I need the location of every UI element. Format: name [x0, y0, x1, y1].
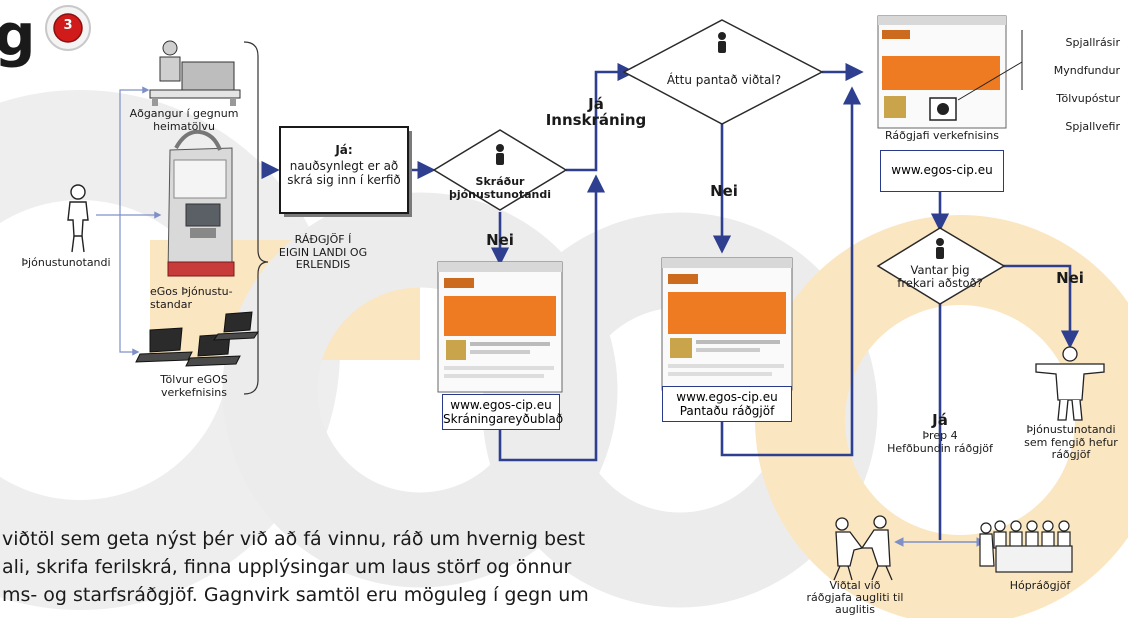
kiosk-icon	[167, 129, 235, 277]
channel-item: Spjallvefir	[1065, 120, 1120, 133]
branch-nei-registered: Nei	[486, 231, 514, 249]
register-screenshot	[437, 261, 563, 393]
decision-registered	[432, 129, 568, 211]
helped-user-label: Þjónustunotandi sem fengið hefur ráðgjöf	[1024, 423, 1118, 462]
advisor-caption: Ráðgjafi verkefnisins	[884, 129, 999, 142]
input-brace	[243, 41, 269, 395]
branch-ja-step4: Já	[932, 411, 948, 429]
group-advice-icon	[979, 520, 1073, 573]
book-web-box: www.egos-cip.eu Pantaðu ráðgjöf	[662, 386, 792, 422]
decision-registered-label: Skráður þjónustunotandi	[448, 175, 552, 201]
login-box	[279, 126, 409, 214]
branch-ja-login: Já Innskráning	[545, 95, 647, 129]
advisor-screenshot	[877, 15, 1023, 129]
person-icon	[496, 32, 944, 259]
user-icon	[67, 184, 89, 253]
user-label: Þjónustunotandi	[21, 256, 111, 269]
channel-item: Spjallrásir	[1065, 36, 1120, 49]
home-access-label: Aðgangur í gegnum heimatölvu	[129, 107, 239, 133]
laptops-label: Tölvur eGOS verkefnisins	[160, 373, 228, 399]
kiosk-label: eGos Þjónustu- standar	[150, 285, 233, 311]
face-to-face-label: Viðtal við ráðgjafa augliti til auglitis	[806, 579, 904, 616]
flow-connectors	[261, 62, 1080, 540]
branch-nei-booked: Nei	[710, 182, 738, 200]
group-advice-label: Hópráðgjöf	[1009, 579, 1071, 592]
book-screenshot	[661, 257, 793, 391]
home-computer-icon	[149, 40, 241, 106]
laptops-icon	[135, 311, 259, 367]
decision-booked-label: Áttu pantað viðtal?	[666, 73, 782, 87]
register-web-box: www.egos-cip.eu Skráningareyðublað	[442, 394, 563, 430]
body-text-line: ms- og starfsráðgjöf. Gagnvirk samtöl er…	[2, 584, 589, 606]
decision-more-help-label: Vantar þig frekari aðstoð?	[897, 263, 983, 291]
input-arrows	[96, 86, 162, 356]
login-box-body: nauðsynlegt er að skrá sig inn í kerfið	[287, 159, 401, 187]
channel-item: Myndfundur	[1053, 64, 1120, 77]
decision-more-help	[876, 227, 1006, 305]
channel-item: Tölvupóstur	[1056, 92, 1120, 105]
body-text-line: ali, skrifa ferilskrá, finna upplýsingar…	[2, 556, 572, 578]
helped-user-icon	[1035, 346, 1105, 421]
face-to-face-icon	[833, 515, 893, 581]
title-fragment: g	[0, 1, 36, 69]
step4-label: Þrep 4 Hefðbundin ráðgjöf	[887, 429, 993, 455]
advisor-web-box: www.egos-cip.eu	[880, 150, 1004, 192]
branch-nei-more-help: Nei	[1056, 269, 1084, 287]
channel-list: Spjallrásir Myndfundur Tölvupóstur Spjal…	[1030, 22, 1120, 148]
body-text-line: viðtöl sem geta nýst þér við að fá vinnu…	[2, 528, 586, 550]
step-badge: 3	[63, 18, 73, 33]
login-box-title: Já:	[335, 143, 353, 157]
advice-note: RÁÐGJÖF Í EIGIN LANDI OG ERLENDIS	[278, 233, 368, 272]
decision-booked	[622, 19, 824, 125]
